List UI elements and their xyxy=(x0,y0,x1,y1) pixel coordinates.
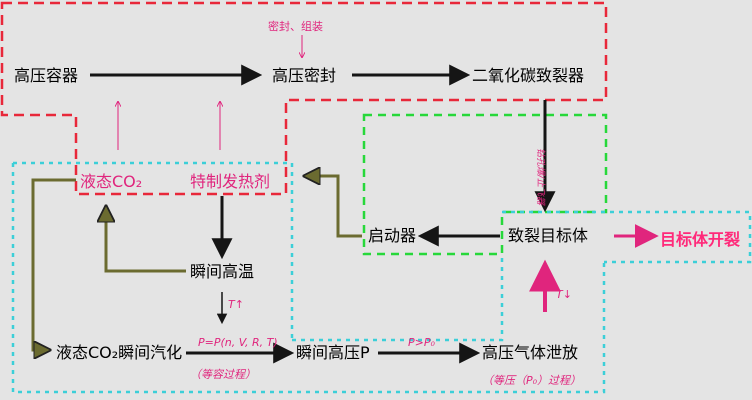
node-instant-high-pressure: 瞬间高压P xyxy=(296,343,370,362)
note-state-equation: P=P(n, V, R, T) xyxy=(198,336,278,349)
arrow-hightemp-to-co2 xyxy=(106,208,186,273)
note-temp-fall: T↓ xyxy=(556,288,572,301)
note-temp-rise: T↑ xyxy=(228,298,244,311)
note-seal-assemble: 密封、组装 xyxy=(268,20,323,33)
node-starter: 启动器 xyxy=(368,226,417,245)
node-liquid-co2: 液态CO₂ xyxy=(80,172,143,191)
note-isobaric: （等压（P₀）过程） xyxy=(482,374,582,387)
green-dashed-region xyxy=(362,113,608,256)
note-p-gt-p0: P>P₀ xyxy=(408,336,435,349)
node-special-heating-agent: 特制发热剂 xyxy=(190,172,271,191)
node-co2-cracker: 二氧化碳致裂器 xyxy=(472,66,585,85)
node-high-pressure-seal: 高压密封 xyxy=(272,66,337,85)
node-liquid-co2-vaporize: 液态CO₂瞬间汽化 xyxy=(56,343,183,362)
note-isochoric: （等容过程） xyxy=(190,368,256,381)
node-high-pressure-vessel: 高压容器 xyxy=(14,66,79,85)
arrow-starter-to-heat xyxy=(306,176,362,238)
node-cracked-target: 致裂目标体 xyxy=(508,226,589,245)
node-target-cracks: 目标体开裂 xyxy=(660,230,741,249)
note-drill-side: 钻孔爆/止飞器 xyxy=(535,148,545,206)
node-instant-high-temp: 瞬间高温 xyxy=(190,262,255,281)
node-gas-release: 高压气体泄放 xyxy=(482,343,579,362)
cyan-dashed-region-right xyxy=(292,210,752,342)
arrow-co2-to-vaporize xyxy=(31,178,76,350)
cyan-dashed-region-left xyxy=(11,161,606,394)
